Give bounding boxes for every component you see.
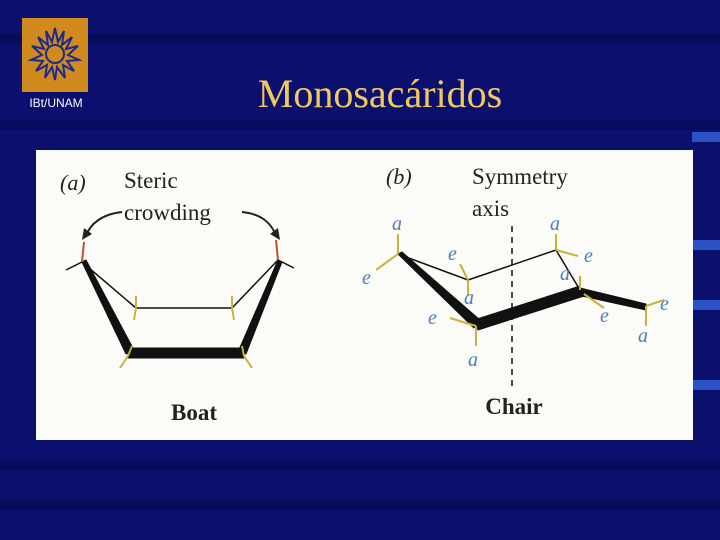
boat-caption: Boat	[171, 400, 217, 425]
equatorial-label: e	[600, 305, 609, 327]
equatorial-label: e	[584, 245, 593, 267]
boat-ring	[81, 259, 283, 359]
substituent-bonds	[375, 234, 665, 346]
decor-tab	[692, 240, 720, 250]
steric-label-line1: Steric	[124, 168, 178, 193]
axial-label: a	[392, 213, 402, 235]
axial-label: a	[560, 263, 570, 285]
symmetry-label-line1: Symmetry	[472, 164, 568, 189]
chair-caption: Chair	[485, 394, 543, 419]
arrow-head-icon	[82, 228, 92, 240]
arrow-head-icon	[270, 228, 280, 240]
decor-tab	[692, 380, 720, 390]
axial-label: a	[468, 349, 478, 371]
decor-tab	[692, 132, 720, 142]
hydrogen-ticks	[119, 296, 253, 369]
conformation-figure: (a) Steric crowding	[36, 150, 693, 440]
background-stripe	[0, 34, 720, 44]
sun-emblem-icon	[27, 27, 83, 81]
panel-b-tag: (b)	[386, 164, 412, 189]
bond-line	[65, 261, 83, 271]
bond-line	[277, 259, 295, 269]
steric-arrow-right	[241, 211, 277, 237]
institution-logo	[22, 18, 88, 92]
decor-tab	[692, 300, 720, 310]
steric-arrow-left	[85, 211, 123, 237]
flagpole-bond-left	[81, 241, 85, 263]
equatorial-label: e	[362, 267, 371, 289]
figure-drawing: (a) Steric crowding	[60, 164, 669, 425]
logo-caption: IBt/UNAM	[29, 96, 83, 110]
flagpole-bond-right	[275, 239, 279, 261]
background-stripe	[0, 120, 720, 130]
equatorial-label: e	[428, 307, 437, 329]
axial-label: a	[550, 213, 560, 235]
axial-label: a	[464, 287, 474, 309]
background-stripe	[0, 500, 720, 510]
equatorial-label: e	[660, 293, 669, 315]
background-stripe	[0, 460, 720, 470]
axial-label: a	[638, 325, 648, 347]
symmetry-label-line2: axis	[472, 196, 509, 221]
chair-ring	[397, 249, 647, 331]
equatorial-label: e	[448, 243, 457, 265]
steric-label-line2: crowding	[124, 200, 211, 225]
panel-a-tag: (a)	[60, 170, 86, 195]
slide-title: Monosacáridos	[257, 71, 503, 116]
